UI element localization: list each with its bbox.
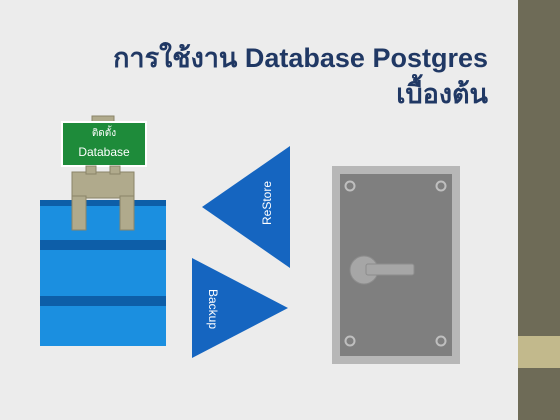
backup-arrow-icon bbox=[192, 258, 288, 358]
sidebar-accent-dark-bottom bbox=[518, 368, 560, 420]
slide-title-line-2: เบื้องต้น bbox=[396, 79, 488, 109]
database-icon bbox=[40, 200, 166, 346]
restore-arrow-icon bbox=[202, 146, 290, 268]
slide-title-line-1: การใช้งาน Database Postgres bbox=[113, 43, 488, 73]
sidebar-accent-light bbox=[518, 336, 560, 368]
sign-label-install: ติดตั้ง bbox=[91, 128, 117, 139]
restore-label: ReStore bbox=[260, 180, 275, 226]
vault-icon bbox=[332, 166, 460, 364]
signpost-icon bbox=[61, 115, 147, 231]
backup-label: Backup bbox=[206, 288, 221, 330]
sidebar-accent-dark bbox=[518, 0, 560, 336]
sign-label-database: Database bbox=[78, 145, 130, 159]
